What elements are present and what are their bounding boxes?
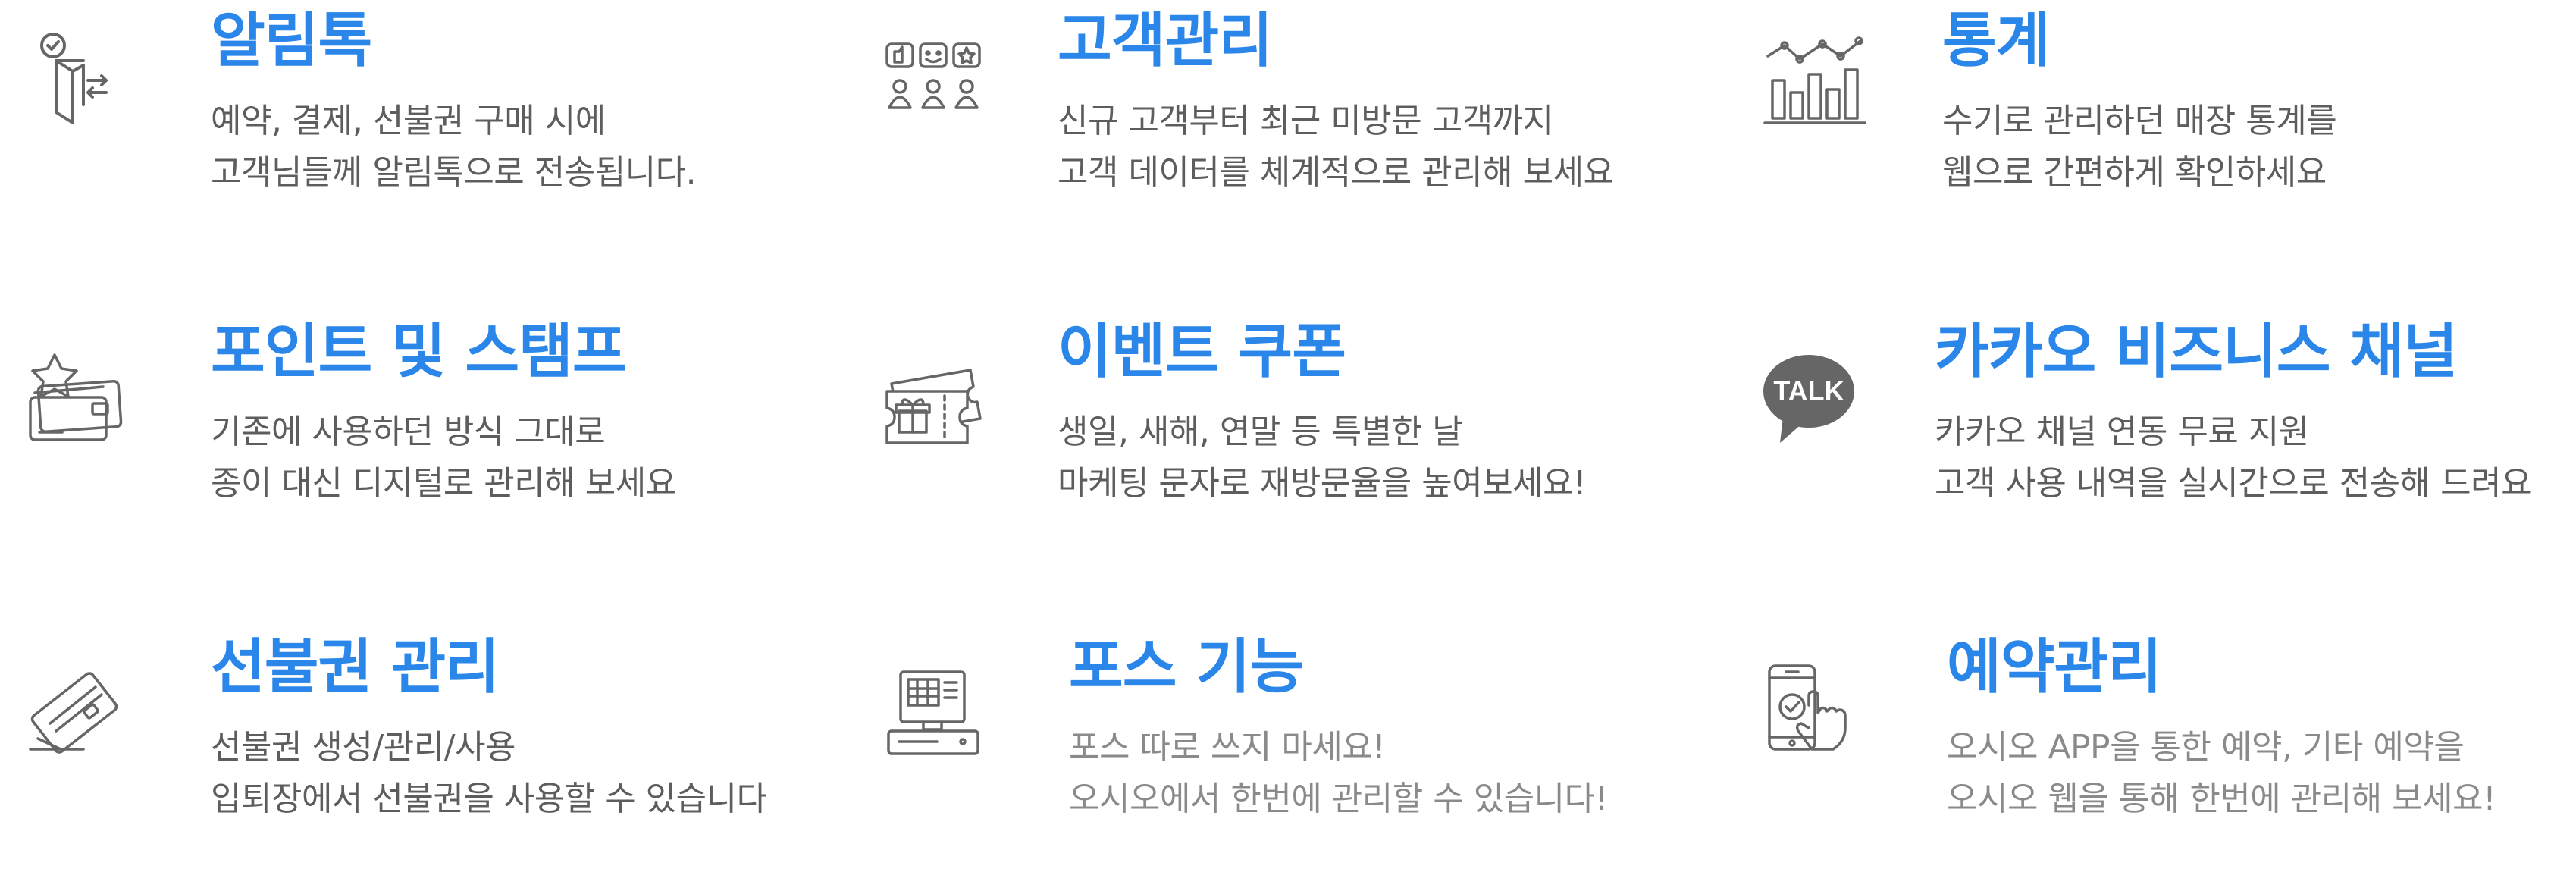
feature-description-line: 선불권 생성/관리/사용 xyxy=(211,728,516,767)
feature-description-line: 기존에 사용하던 방식 그대로 xyxy=(211,413,606,451)
feature-kakao-channel: TALK 카카오 비즈니스 채널 카카오 채널 연동 무료 지원 고객 사용 내… xyxy=(1744,311,2576,554)
feature-description-line: 입퇴장에서 선불권을 사용할 수 있습니다 xyxy=(211,780,767,818)
feature-title: 포스 기능 xyxy=(1069,633,1304,701)
feature-description-line: 마케팅 문자로 재방문율을 높여보세요! xyxy=(1058,464,1587,503)
feature-description-line: 예약, 결제, 선불권 구매 시에 xyxy=(211,102,606,140)
feature-description-line: 카카오 채널 연동 무료 지원 xyxy=(1935,413,2309,451)
feature-description-line: 포스 따로 쓰지 마세요! xyxy=(1069,728,1386,767)
gift-ticket-icon xyxy=(881,350,987,456)
feature-reservation: 예약관리 오시오 APP을 통한 예약, 기타 예약을 오시오 웹을 통해 한번… xyxy=(1744,626,2576,869)
feature-description: 기존에 사용하던 방식 그대로 종이 대신 디지털로 관리해 보세요 xyxy=(211,406,676,510)
feature-description: 수기로 관리하던 매장 통계를 웹으로 간편하게 확인하세요 xyxy=(1942,96,2337,199)
pos-terminal-icon xyxy=(881,661,987,767)
feature-prepaid-management: 선불권 관리 선불권 생성/관리/사용 입퇴장에서 선불권을 사용할 수 있습니… xyxy=(0,626,834,869)
feature-description: 포스 따로 쓰지 마세요! 오시오에서 한번에 관리할 수 있습니다! xyxy=(1069,722,1608,825)
feature-customer-management: 고객관리 신규 고객부터 최근 미방문 고객까지 고객 데이터를 체계적으로 관… xyxy=(864,0,1698,243)
feature-description-line: 오시오 APP을 통한 예약, 기타 예약을 xyxy=(1947,728,2465,767)
feature-description: 생일, 새해, 연말 등 특별한 날 마케팅 문자로 재방문율을 높여보세요! xyxy=(1058,406,1587,510)
feature-grid: 알림톡 예약, 결제, 선불권 구매 시에 고객님들께 알림톡으로 전송됩니다.… xyxy=(0,0,2576,818)
feature-description: 카카오 채널 연동 무료 지원 고객 사용 내역을 실시간으로 전송해 드려요 xyxy=(1935,406,2532,510)
feature-title: 고객관리 xyxy=(1058,7,1273,75)
feature-alimtalk: 알림톡 예약, 결제, 선불권 구매 시에 고객님들께 알림톡으로 전송됩니다. xyxy=(0,0,834,243)
feature-description-line: 생일, 새해, 연말 등 특별한 날 xyxy=(1058,413,1463,451)
feature-title: 포인트 및 스탬프 xyxy=(211,318,627,386)
feature-title: 예약관리 xyxy=(1947,633,2162,701)
feature-description-line: 오시오 웹을 통해 한번에 관리해 보세요! xyxy=(1947,780,2496,818)
feature-pos: 포스 기능 포스 따로 쓰지 마세요! 오시오에서 한번에 관리할 수 있습니다… xyxy=(864,626,1698,869)
prepaid-card-icon xyxy=(23,660,129,766)
feature-title: 카카오 비즈니스 채널 xyxy=(1935,318,2458,386)
feature-title: 선불권 관리 xyxy=(211,633,500,701)
statistics-chart-icon xyxy=(1762,27,1868,133)
feature-description: 예약, 결제, 선불권 구매 시에 고객님들께 알림톡으로 전송됩니다. xyxy=(211,96,697,199)
feature-statistics: 통계 수기로 관리하던 매장 통계를 웹으로 간편하게 확인하세요 xyxy=(1744,0,2576,243)
feature-title: 통계 xyxy=(1942,7,2051,75)
feature-description-line: 오시오에서 한번에 관리할 수 있습니다! xyxy=(1069,780,1608,818)
door-check-icon xyxy=(23,21,129,127)
feature-event-coupon: 이벤트 쿠폰 생일, 새해, 연말 등 특별한 날 마케팅 문자로 재방문율을 … xyxy=(864,311,1698,554)
kakao-talk-icon: TALK xyxy=(1760,349,1866,455)
feature-description-line: 고객 데이터를 체계적으로 관리해 보세요 xyxy=(1058,153,1614,192)
customer-review-icon xyxy=(881,29,987,135)
feature-description-line: 고객님들께 알림톡으로 전송됩니다. xyxy=(211,153,697,192)
kakao-talk-label: TALK xyxy=(1773,375,1844,406)
feature-description-line: 수기로 관리하던 매장 통계를 xyxy=(1942,102,2337,140)
feature-title: 알림톡 xyxy=(211,7,372,75)
feature-description: 선불권 생성/관리/사용 입퇴장에서 선불권을 사용할 수 있습니다 xyxy=(211,722,767,825)
feature-description-line: 종이 대신 디지털로 관리해 보세요 xyxy=(211,464,676,503)
feature-description-line: 웹으로 간편하게 확인하세요 xyxy=(1942,153,2327,192)
phone-touch-icon xyxy=(1762,660,1868,766)
feature-description: 신규 고객부터 최근 미방문 고객까지 고객 데이터를 체계적으로 관리해 보세… xyxy=(1058,96,1614,199)
feature-point-stamp: 포인트 및 스탬프 기존에 사용하던 방식 그대로 종이 대신 디지털로 관리해… xyxy=(0,311,834,554)
star-card-icon xyxy=(24,347,130,453)
feature-description-line: 신규 고객부터 최근 미방문 고객까지 xyxy=(1058,102,1553,140)
feature-description-line: 고객 사용 내역을 실시간으로 전송해 드려요 xyxy=(1935,464,2532,503)
feature-title: 이벤트 쿠폰 xyxy=(1058,318,1346,386)
feature-description: 오시오 APP을 통한 예약, 기타 예약을 오시오 웹을 통해 한번에 관리해… xyxy=(1947,722,2496,825)
